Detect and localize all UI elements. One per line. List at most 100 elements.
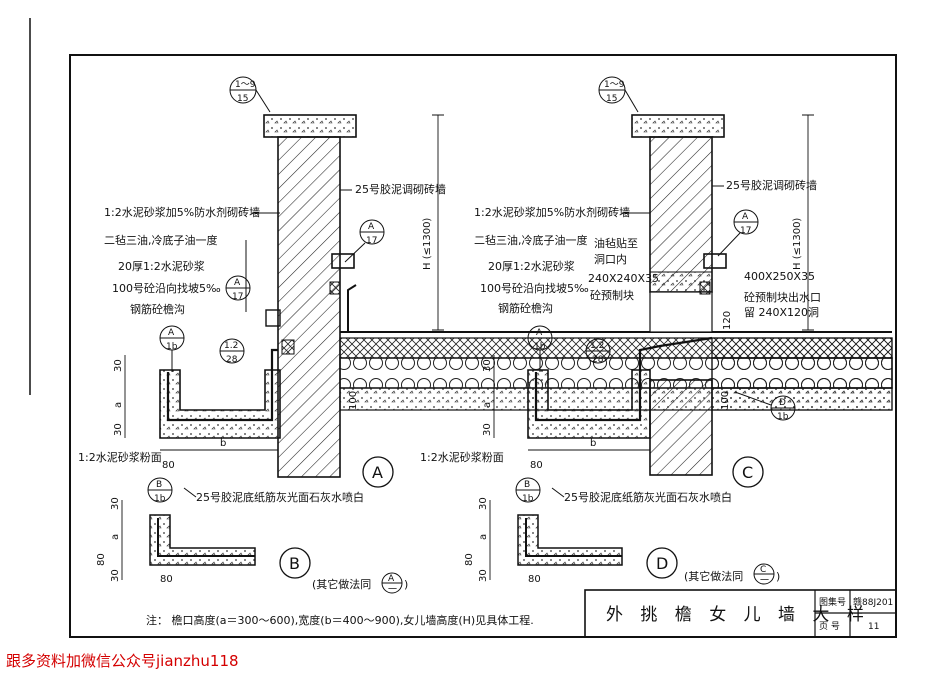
label-leave-c: 留 240X120洞 (744, 306, 819, 319)
svg-text:C: C (760, 565, 766, 575)
label-precast-c: 砼预制块出水口 (744, 290, 821, 304)
label-hole-c: 油毡贴至 (594, 236, 638, 250)
label-mortar-wall-c: 1:2水泥砂浆加5%防水剂砌砖墙 (474, 205, 630, 219)
flashing-c (703, 253, 727, 269)
gutter-d (517, 514, 623, 566)
svg-text:1.2: 1.2 (590, 341, 604, 351)
dim-30-bot-a: 30 (113, 423, 124, 436)
svg-text:一: 一 (388, 585, 397, 595)
ref-a1b: A 1b (159, 325, 185, 372)
ref-a17-1: A 17 (344, 219, 385, 263)
label-hole2-c: 洞口内 (594, 252, 627, 266)
svg-text:B: B (156, 480, 162, 490)
dim-100-a: 100 (348, 391, 359, 410)
dim-80-c: 80 (530, 460, 543, 471)
label-oil-a: 二毡三油,冷底子油一度 (104, 233, 218, 247)
svg-text:B: B (524, 480, 530, 490)
drip-a (281, 339, 295, 355)
dim-30-b: 30 (110, 497, 121, 510)
svg-text:17: 17 (366, 236, 377, 246)
dim-30-top-c: 30 (482, 359, 493, 372)
dim-a-c: a (482, 402, 493, 408)
flashing-a (331, 253, 355, 269)
dim-a-d: a (478, 534, 489, 540)
label-plaster-c: 1:2水泥砂浆粉面 (420, 450, 504, 464)
ref-top-c: 1～9 15 (598, 76, 639, 113)
sheet-note: 注： 檐口高度(a＝300～600),宽度(b＝400～900),女儿墙高度(H… (146, 613, 534, 627)
label-wall-a: 25号胶泥调砌砖墙 (355, 182, 446, 196)
ref-b1b: B 1b (147, 477, 173, 504)
label-paint-c: 25号胶泥底纸筋灰光面石灰水喷白 (564, 490, 732, 504)
dim-80-d: 80 (464, 553, 475, 566)
label-block-c: 240X240X35 (588, 272, 659, 285)
label-size-c: 400X250X35 (744, 270, 815, 283)
dim-30b-d: 30 (478, 569, 489, 582)
label-mortar20-a: 20厚1:2水泥砂浆 (118, 259, 205, 273)
ref-28-c: 1.2 28 (585, 338, 611, 365)
label-steel-c: 钢筋砼檐沟 (498, 301, 553, 315)
frame-border (69, 54, 897, 638)
other-ref-d: C 一 (753, 563, 775, 586)
svg-text:1b: 1b (777, 412, 789, 422)
gutter-b (149, 514, 256, 566)
sheet-title: 外 挑 檐 女 儿 墙 大 样 (606, 605, 870, 625)
wall-lower-c (649, 379, 713, 476)
label-paint-a: 25号胶泥底纸筋灰光面石灰水喷白 (196, 490, 364, 504)
gutter-membrane-a (166, 348, 278, 422)
wall-a (277, 136, 341, 478)
wall-c (649, 136, 713, 293)
detail-b: B 1b 30 a 80 30 80 B (其它做法同 A 一 ) (96, 477, 408, 595)
svg-text:A: A (742, 212, 749, 222)
upturn-a (347, 284, 357, 332)
dim-h-c: H (≤1300) (792, 218, 803, 270)
dim-b-c: b (590, 438, 596, 449)
svg-text:1～9: 1～9 (235, 80, 256, 90)
detail-mark-c: C (742, 463, 753, 482)
svg-text:A: A (388, 574, 395, 584)
parapet-cap-c (631, 114, 725, 138)
ref-a17-c: A 17 (717, 209, 759, 257)
svg-text:15: 15 (606, 94, 617, 104)
dim-80-b: 80 (96, 553, 107, 566)
dim-a-a: a (113, 402, 124, 408)
svg-text:1b: 1b (534, 342, 546, 352)
atlas-no: 赣88J201 (853, 596, 893, 608)
label-plaster-a: 1:2水泥砂浆粉面 (78, 450, 162, 464)
leader-paint-a (183, 487, 197, 498)
detail-d: B 1b 30 a 80 30 80 D (其它做法同 C 一 ) (464, 477, 780, 586)
dim-30-d: 30 (478, 497, 489, 510)
ref-top-a: 1～9 15 (229, 76, 271, 113)
dim-30b-b: 30 (110, 569, 121, 582)
dim-100-c: 100 (720, 391, 731, 410)
parapet-cap-a (263, 114, 357, 138)
leader-paint-c (551, 487, 565, 498)
detail-mark-circle-d (646, 547, 678, 579)
gutter-a (159, 369, 281, 439)
label-wall-c: 25号胶泥调砌砖墙 (726, 178, 817, 192)
detail-mark-d: D (656, 554, 668, 573)
svg-text:1b: 1b (522, 494, 534, 504)
label-oil-c: 二毡三油,冷底子油一度 (474, 233, 588, 247)
label-steel-a: 钢筋砼檐沟 (130, 302, 185, 316)
page-no: 11 (868, 622, 879, 632)
svg-text:A: A (368, 222, 375, 232)
detail-mark-circle-a (362, 456, 394, 488)
dim-30-bot-c: 30 (482, 423, 493, 436)
detail-mark-b: B (289, 554, 300, 573)
page-label: 页 号 (819, 621, 840, 632)
gutter-membrane-c (534, 336, 713, 422)
svg-text:17: 17 (740, 226, 751, 236)
svg-text:1～9: 1～9 (604, 80, 625, 90)
other-close-d: ) (776, 570, 780, 583)
other-note-d: (其它做法同 (684, 569, 743, 583)
svg-text:28: 28 (226, 355, 238, 365)
label-mortar20-c: 20厚1:2水泥砂浆 (488, 259, 575, 273)
svg-text:1b: 1b (166, 342, 178, 352)
svg-text:17: 17 (232, 292, 243, 302)
dim-h-a: H (≤1300) (422, 218, 433, 270)
other-ref-b: A 一 (381, 572, 403, 595)
label-slope-c: 100号砼沿向找坡5‰ (480, 281, 589, 295)
drip-groove-a (265, 309, 281, 327)
atlas-label: 图集号 (819, 596, 846, 608)
title-block: 外 挑 檐 女 儿 墙 大 样 图集号 赣88J201 页 号 11 (584, 589, 897, 638)
